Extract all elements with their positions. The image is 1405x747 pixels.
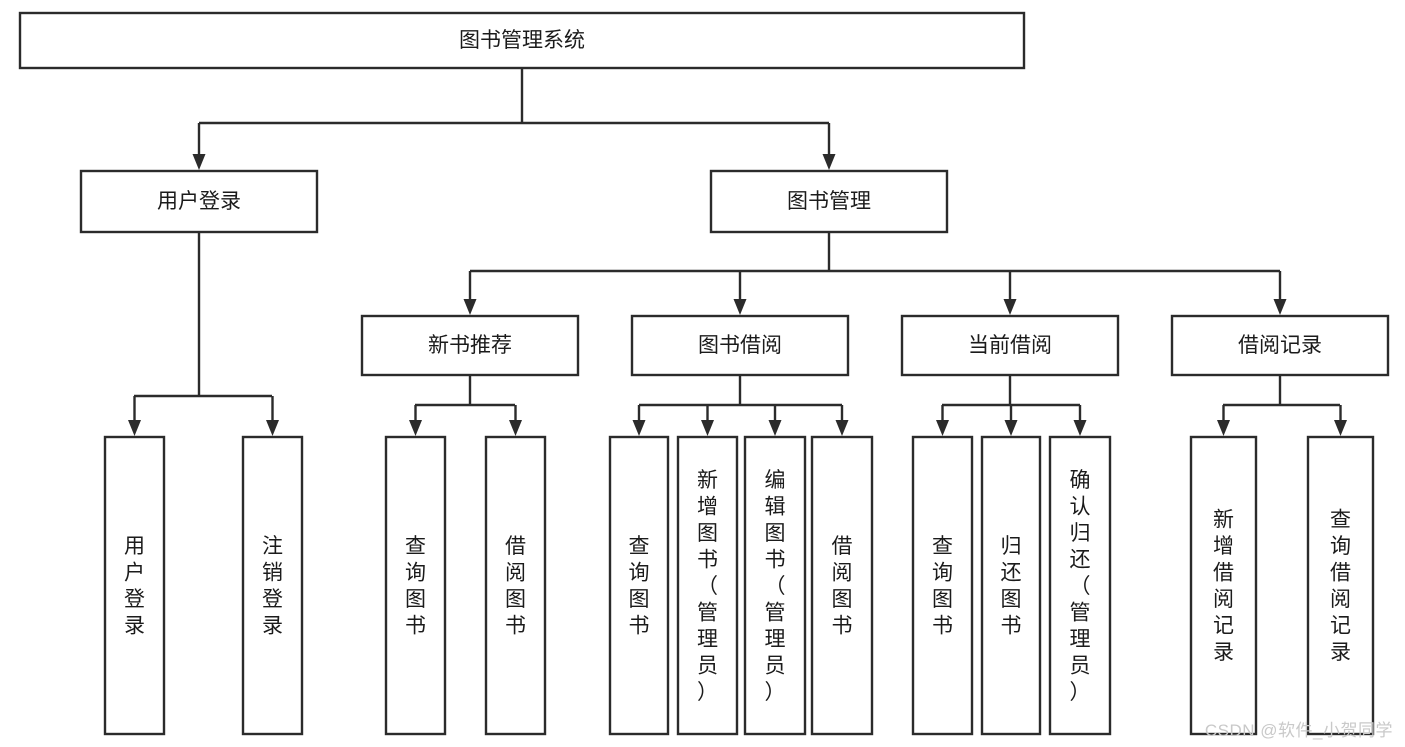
node-box-current-borrow[interactable]: [900, 314, 1120, 377]
node-label-leaf-query-book-2: 查询图书: [629, 535, 650, 638]
node-label-leaf-query-book-3: 查询图书: [932, 535, 953, 638]
connector-edge: [128, 396, 141, 436]
node-label-leaf-add-book: 新增图书（管理员）: [697, 469, 718, 704]
node-box-leaf-query-book-1[interactable]: [384, 435, 447, 736]
node-label-user-login: 用户登录: [157, 190, 241, 213]
connector-edge: [509, 405, 522, 436]
connector-bus: [942, 375, 1080, 407]
node-label-leaf-logout: 注销登录: [262, 535, 283, 638]
node-leaf-query-book-3[interactable]: 查询图书: [911, 435, 974, 736]
node-label-leaf-query-book-1: 查询图书: [405, 535, 426, 638]
connector-edge: [266, 396, 279, 436]
connector-bus: [639, 375, 842, 407]
connector-edge: [768, 405, 782, 436]
node-leaf-logout[interactable]: 注销登录: [241, 435, 304, 736]
node-label-borrow-record: 借阅记录: [1238, 334, 1322, 357]
node-box-leaf-user-login[interactable]: [103, 435, 166, 736]
node-box-user-login[interactable]: [79, 169, 319, 234]
connector-edge: [463, 271, 477, 315]
connector-edge: [192, 123, 206, 170]
node-layer: 图书管理系统用户登录图书管理新书推荐图书借阅当前借阅借阅记录用户登录注销登录查询…: [18, 11, 1390, 736]
node-leaf-borrow-book-2[interactable]: 借阅图书: [810, 435, 874, 736]
node-label-book-borrow: 图书借阅: [698, 334, 782, 357]
node-label-leaf-confirm-return: 确认归还（管理员）: [1070, 469, 1091, 704]
connector-edge: [1073, 405, 1087, 436]
node-label-leaf-user-login: 用户登录: [124, 535, 145, 638]
connector-bus: [470, 232, 1280, 273]
node-leaf-borrow-book-1[interactable]: 借阅图书: [484, 435, 547, 736]
connector-edge: [1334, 405, 1347, 436]
node-book-manage[interactable]: 图书管理: [709, 169, 949, 234]
node-leaf-query-record[interactable]: 查询借阅记录: [1306, 435, 1375, 736]
connector-edge: [1273, 271, 1287, 315]
node-label-leaf-return-book: 归还图书: [1001, 535, 1022, 638]
node-box-leaf-confirm-return[interactable]: [1048, 435, 1112, 736]
node-leaf-query-book-2[interactable]: 查询图书: [608, 435, 670, 736]
node-label-leaf-edit-book: 编辑图书（管理员）: [765, 469, 786, 704]
connector-edge: [936, 405, 949, 436]
connector-bus: [1223, 375, 1340, 407]
node-borrow-record[interactable]: 借阅记录: [1170, 314, 1390, 377]
node-box-leaf-borrow-book-1[interactable]: [484, 435, 547, 736]
connector-edge: [1004, 405, 1018, 436]
node-leaf-confirm-return[interactable]: 确认归还（管理员）: [1048, 435, 1112, 736]
node-label-book-manage: 图书管理: [787, 190, 871, 213]
node-leaf-edit-book[interactable]: 编辑图书（管理员）: [743, 435, 807, 736]
connector-edge: [409, 405, 422, 436]
connector-edge: [1003, 271, 1017, 315]
node-label-root: 图书管理系统: [459, 29, 585, 52]
node-box-new-book-rec[interactable]: [360, 314, 580, 377]
connector-bus: [415, 375, 515, 407]
connector-edge: [1217, 405, 1230, 436]
node-leaf-query-book-1[interactable]: 查询图书: [384, 435, 447, 736]
node-box-book-manage[interactable]: [709, 169, 949, 234]
connector-edge: [701, 405, 714, 436]
node-label-leaf-borrow-book-2: 借阅图书: [832, 535, 853, 638]
connector-bus: [199, 68, 829, 125]
node-leaf-return-book[interactable]: 归还图书: [980, 435, 1042, 736]
node-box-borrow-record[interactable]: [1170, 314, 1390, 377]
node-label-leaf-borrow-book-1: 借阅图书: [505, 535, 526, 638]
connector-edge: [632, 405, 646, 436]
node-box-leaf-add-book[interactable]: [676, 435, 739, 736]
watermark-label: CSDN @软件_小贺同学: [1204, 721, 1393, 740]
node-user-login[interactable]: 用户登录: [79, 169, 319, 234]
node-label-new-book-rec: 新书推荐: [428, 334, 512, 357]
node-box-leaf-return-book[interactable]: [980, 435, 1042, 736]
node-leaf-add-record[interactable]: 新增借阅记录: [1189, 435, 1258, 736]
node-leaf-add-book[interactable]: 新增图书（管理员）: [676, 435, 739, 736]
node-leaf-user-login[interactable]: 用户登录: [103, 435, 166, 736]
node-label-leaf-query-record: 查询借阅记录: [1330, 509, 1351, 665]
node-new-book-rec[interactable]: 新书推荐: [360, 314, 580, 377]
node-box-leaf-borrow-book-2[interactable]: [810, 435, 874, 736]
node-box-leaf-query-book-3[interactable]: [911, 435, 974, 736]
node-current-borrow[interactable]: 当前借阅: [900, 314, 1120, 377]
node-box-leaf-edit-book[interactable]: [743, 435, 807, 736]
node-box-root[interactable]: [18, 11, 1026, 70]
node-box-leaf-query-book-2[interactable]: [608, 435, 670, 736]
node-root[interactable]: 图书管理系统: [18, 11, 1026, 70]
connector-layer: [128, 68, 1347, 436]
connector-bus: [134, 232, 272, 398]
node-label-leaf-add-record: 新增借阅记录: [1213, 509, 1234, 665]
node-label-current-borrow: 当前借阅: [968, 334, 1052, 357]
node-book-borrow[interactable]: 图书借阅: [630, 314, 850, 377]
node-box-book-borrow[interactable]: [630, 314, 850, 377]
node-box-leaf-query-record[interactable]: [1306, 435, 1375, 736]
connector-edge: [835, 405, 849, 436]
connector-edge: [822, 123, 836, 170]
node-box-leaf-logout[interactable]: [241, 435, 304, 736]
node-box-leaf-add-record[interactable]: [1189, 435, 1258, 736]
connector-edge: [733, 271, 747, 315]
